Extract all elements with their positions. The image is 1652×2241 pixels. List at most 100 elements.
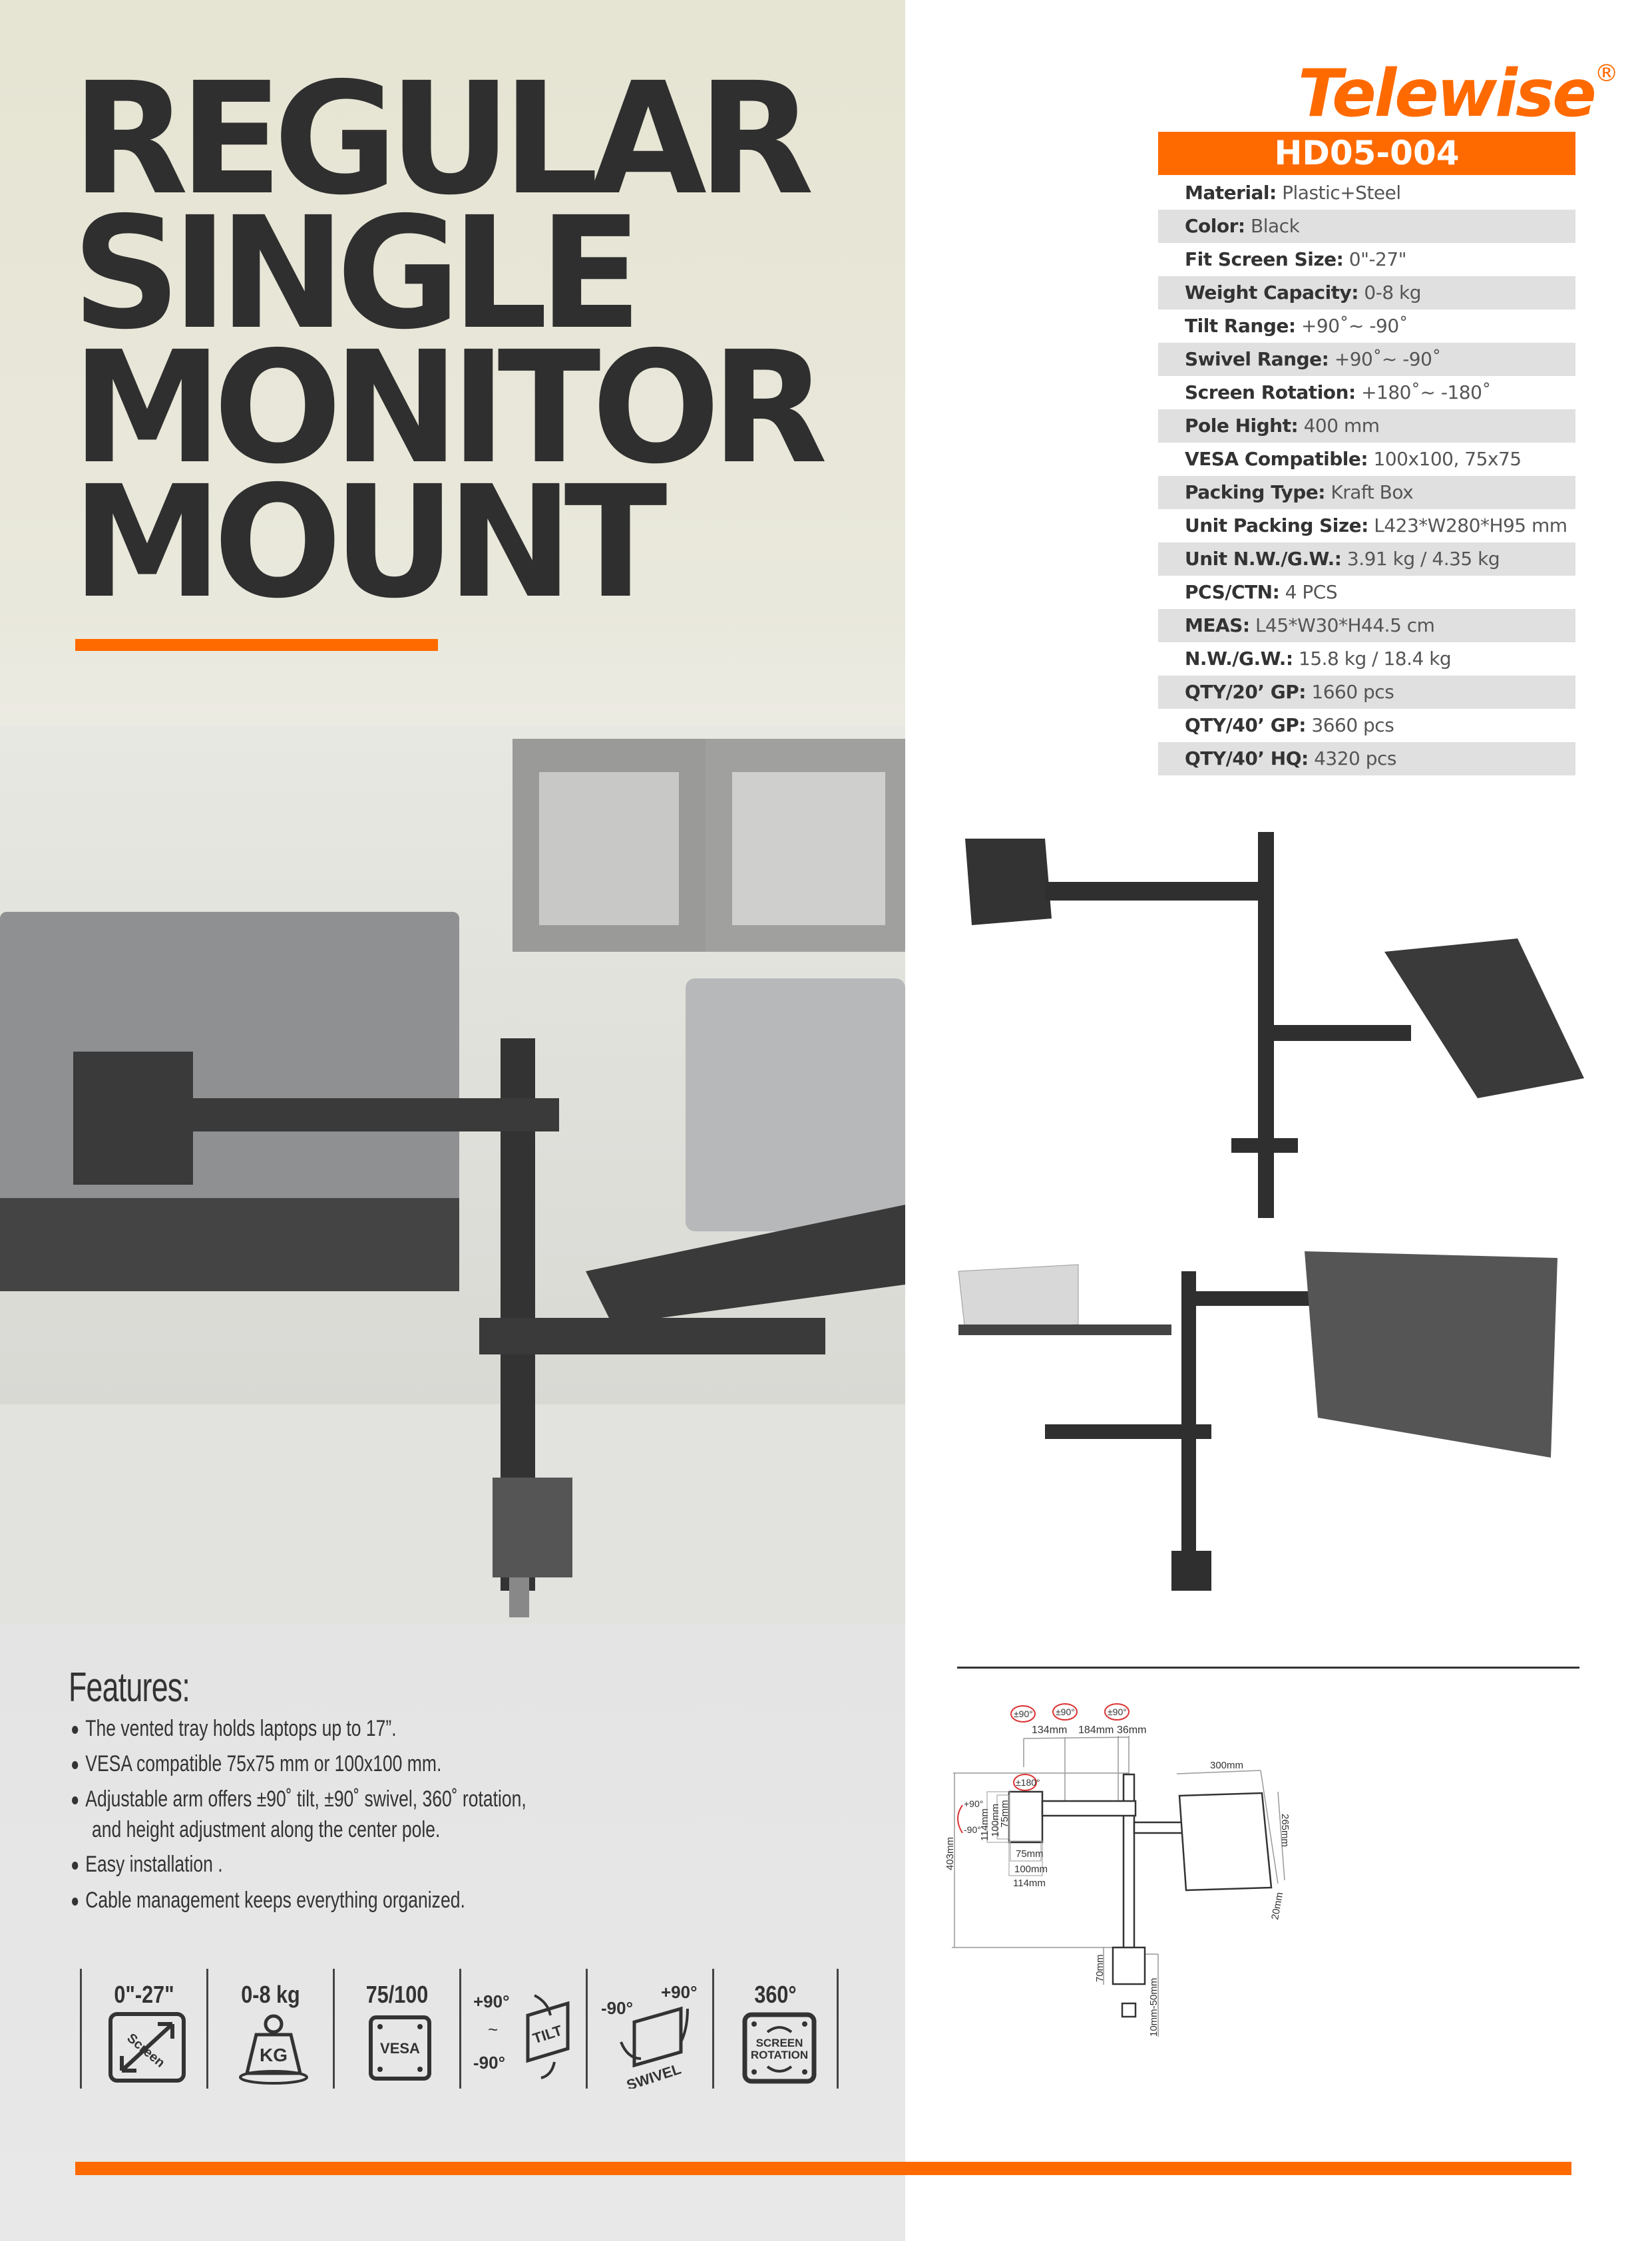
svg-text:114mm: 114mm: [979, 1808, 990, 1841]
model-number-banner: HD05-004: [1158, 132, 1575, 175]
spec-label: Color:: [1185, 215, 1245, 237]
spec-row: VESA Compatible: 100x100, 75x75: [1158, 443, 1575, 476]
svg-text:±90°: ±90°: [1014, 1709, 1033, 1719]
svg-text:±90°: ±90°: [1108, 1707, 1127, 1717]
spec-value: Kraft Box: [1331, 481, 1414, 503]
spec-label: Screen Rotation:: [1185, 381, 1356, 403]
spec-value: L423*W280*H95 mm: [1374, 514, 1567, 536]
diagram-laptop-tray: [1178, 1792, 1273, 1892]
spec-value: 4320 pcs: [1314, 747, 1397, 769]
svg-text:~: ~: [488, 2019, 498, 2039]
svg-text:100mm: 100mm: [990, 1804, 1001, 1837]
feature-item-cont: and height adjustment along the center p…: [92, 1817, 441, 1842]
title-line: REGULAR: [72, 49, 814, 229]
vesa-plate: [73, 1052, 193, 1185]
svg-text:±90°: ±90°: [1056, 1707, 1075, 1717]
spec-label: N.W./G.W.:: [1185, 648, 1293, 670]
svg-text:-90°: -90°: [601, 1998, 633, 2018]
svg-text:75mm: 75mm: [999, 1800, 1010, 1828]
svg-text:300mm: 300mm: [1210, 1760, 1243, 1771]
spec-row: Swivel Range: +90˚~ -90˚: [1158, 343, 1575, 376]
feature-item: Adjustable arm offers ±90˚ tilt, ±90˚ sw…: [72, 1786, 526, 1812]
svg-text:100mm: 100mm: [1014, 1864, 1048, 1875]
vesa-icon: VESA: [369, 2015, 431, 2081]
svg-text:+90°: +90°: [964, 1798, 983, 1809]
laptop: [686, 978, 905, 1231]
brand-logo: Telewise®: [1298, 56, 1619, 132]
svg-text:20mm: 20mm: [1269, 1892, 1285, 1921]
svg-text:VESA: VESA: [380, 2040, 420, 2057]
spec-value: 15.8 kg / 18.4 kg: [1299, 648, 1452, 670]
spec-row: N.W./G.W.: 15.8 kg / 18.4 kg: [1158, 642, 1575, 676]
spec-label: Material:: [1185, 182, 1277, 204]
svg-text:70mm: 70mm: [1094, 1954, 1106, 1982]
spec-value: 100x100, 75x75: [1373, 448, 1522, 470]
spec-row: Weight Capacity: 0-8 kg: [1158, 276, 1575, 309]
swivel-icon: +90°-90°SWIVEL: [601, 1982, 698, 2089]
spec-label: Packing Type:: [1185, 481, 1325, 503]
svg-text:403mm: 403mm: [945, 1837, 956, 1870]
spec-row: Color: Black: [1158, 210, 1575, 243]
feature-item: Easy installation .: [72, 1852, 223, 1878]
spec-label: VESA Compatible:: [1185, 448, 1368, 470]
spec-row: MEAS: L45*W30*H44.5 cm: [1158, 609, 1575, 642]
spec-label: Swivel Range:: [1185, 348, 1329, 370]
vesa-badge: 75/100 VESA: [333, 1969, 459, 2089]
section-divider: [957, 1667, 1579, 1669]
spec-label: QTY/20’ GP:: [1185, 681, 1306, 703]
spec-row: Pole Hight: 400 mm: [1158, 409, 1575, 443]
product-render-monitor-right: [958, 1251, 1557, 1591]
page-title: REGULAR SINGLE MONITOR MOUNT: [72, 49, 828, 632]
spec-value: L45*W30*H44.5 cm: [1255, 614, 1435, 636]
svg-text:±180°: ±180°: [1016, 1777, 1040, 1788]
product-photos: [958, 832, 1584, 1591]
svg-text:-90°: -90°: [473, 2053, 505, 2073]
spec-label: Weight Capacity:: [1185, 282, 1359, 304]
svg-text:SCREEN: SCREEN: [756, 2037, 803, 2049]
title-line: MONITOR: [72, 318, 828, 498]
svg-text:36mm: 36mm: [1117, 1725, 1146, 1736]
svg-text:-90°: -90°: [964, 1824, 981, 1835]
weight-icon: KG: [239, 2014, 308, 2085]
spec-label: PCS/CTN:: [1185, 581, 1280, 603]
spec-row: Unit N.W./G.W.: 3.91 kg / 4.35 kg: [1158, 542, 1575, 576]
svg-text:TILT: TILT: [530, 2022, 564, 2047]
svg-text:ROTATION: ROTATION: [751, 2049, 808, 2061]
spec-value: 400 mm: [1303, 415, 1380, 437]
spec-value: 1660 pcs: [1311, 681, 1394, 703]
spec-row: Tilt Range: +90˚~ -90˚: [1158, 309, 1575, 343]
spec-row: QTY/40’ HQ: 4320 pcs: [1158, 742, 1575, 775]
svg-text:184mm: 184mm: [1078, 1725, 1114, 1736]
product-render-laptop-right: [965, 832, 1584, 1218]
spec-row: PCS/CTN: 4 PCS: [1158, 576, 1575, 609]
spec-label: Unit N.W./G.W.:: [1185, 548, 1342, 570]
spec-icons-row: 0"-27" Screen 0-8 kg KG 75/100 VESA +90°…: [80, 1969, 839, 2089]
spec-label: Fit Screen Size:: [1185, 248, 1344, 270]
spec-label: Pole Hight:: [1185, 415, 1299, 437]
svg-text:+90°: +90°: [473, 1991, 510, 2011]
tilt-icon: +90° ~ -90° TILT: [473, 1991, 570, 2079]
spec-row: Fit Screen Size: 0"-27": [1158, 243, 1575, 276]
svg-text:134mm: 134mm: [1032, 1725, 1067, 1736]
spec-value: 4 PCS: [1285, 581, 1338, 603]
svg-text:75mm: 75mm: [1016, 1848, 1044, 1860]
screen-size-icon: Screen: [108, 2012, 186, 2083]
spec-value: 0-8 kg: [1364, 282, 1422, 304]
spec-label: Unit Packing Size:: [1185, 514, 1368, 536]
spec-value: 3.91 kg / 4.35 kg: [1346, 548, 1500, 570]
spec-value: +180˚~ -180˚: [1361, 381, 1491, 403]
swivel-badge: +90°-90°SWIVEL: [586, 1969, 712, 2089]
title-line: SINGLE: [72, 184, 642, 363]
product-lifestyle-photo: [0, 725, 905, 1624]
feature-item: VESA compatible 75x75 mm or 100x100 mm.: [72, 1751, 441, 1777]
spec-label: QTY/40’ GP:: [1185, 714, 1306, 736]
features-heading: Features:: [69, 1665, 190, 1711]
screen-size-badge: 0"-27" Screen: [80, 1969, 206, 2089]
title-line: MOUNT: [72, 453, 668, 632]
feature-item: The vented tray holds laptops up to 17”.: [72, 1716, 397, 1742]
spec-row: Unit Packing Size: L423*W280*H95 mm: [1158, 509, 1575, 542]
spec-label: MEAS:: [1185, 614, 1250, 636]
weight-badge: 0-8 kg KG: [206, 1969, 333, 2089]
